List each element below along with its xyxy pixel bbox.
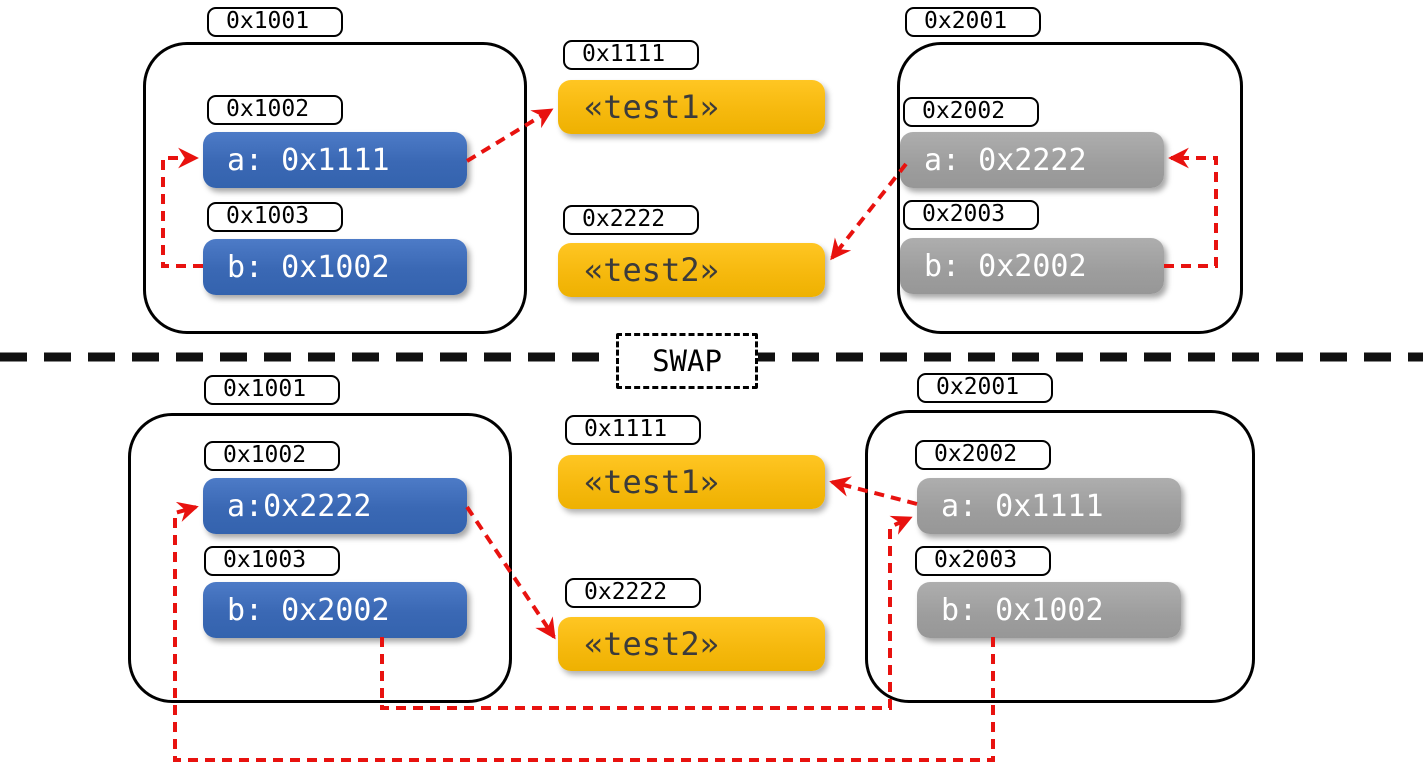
var-a-cell: a: 0x2222 [900, 132, 1164, 188]
swap-label-box: SWAP [616, 333, 758, 389]
address-tab-cell-b: 0x1003 [207, 202, 343, 232]
address-tab-cell-b: 0x2003 [915, 546, 1051, 576]
address-tab-frame-right: 0x2001 [905, 7, 1041, 37]
address-tab-cell-a: 0x2002 [903, 97, 1039, 127]
string-object-test1: «test1» [558, 80, 825, 134]
var-b-cell: b: 0x2002 [900, 238, 1164, 294]
swap-label: SWAP [652, 344, 722, 378]
var-a-cell: a:0x2222 [203, 478, 467, 534]
string-object-test2: «test2» [558, 617, 825, 671]
var-b-cell: b: 0x1002 [917, 582, 1181, 638]
address-tab-string1: 0x1111 [563, 40, 699, 70]
arrow-before-right-a-to-test2 [830, 162, 908, 261]
address-tab-cell-a: 0x2002 [915, 440, 1051, 470]
var-b-cell: b: 0x2002 [203, 582, 467, 638]
var-a-cell: a: 0x1111 [203, 132, 467, 188]
address-tab-cell-b: 0x2003 [903, 200, 1039, 230]
address-tab-cell-a: 0x1002 [204, 441, 340, 471]
address-tab-frame-left: 0x1001 [204, 375, 340, 405]
var-b-cell: b: 0x1002 [203, 239, 467, 295]
address-tab-cell-b: 0x1003 [204, 546, 340, 576]
address-tab-frame-right: 0x2001 [917, 373, 1053, 403]
string-object-test1: «test1» [558, 455, 825, 509]
address-tab-string2: 0x2222 [563, 205, 699, 235]
address-tab-string1: 0x1111 [565, 415, 701, 445]
string-object-test2: «test2» [558, 243, 825, 297]
address-tab-string2: 0x2222 [565, 578, 701, 608]
address-tab-frame-left: 0x1001 [207, 7, 343, 37]
var-a-cell: a: 0x1111 [917, 478, 1181, 534]
address-tab-cell-a: 0x1002 [207, 95, 343, 125]
